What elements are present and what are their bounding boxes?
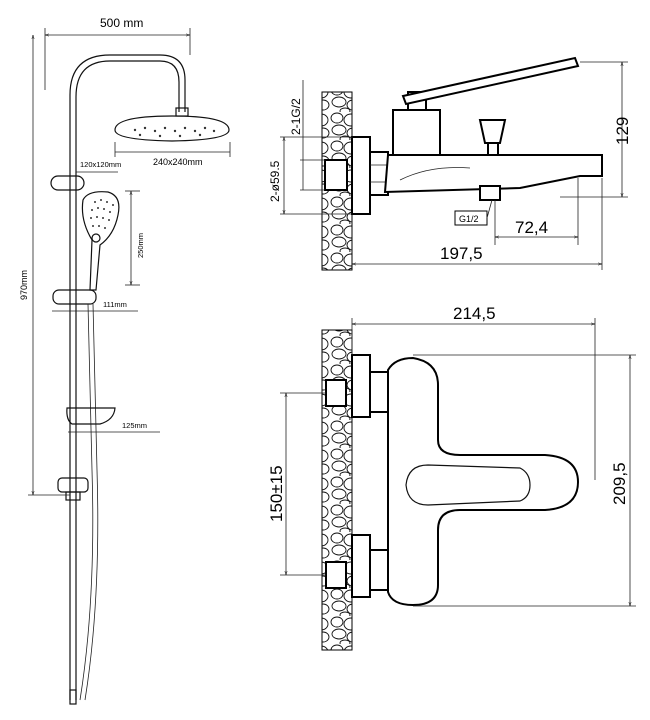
shower-column-drawing: 500 mm 970mm 240x240mm 120x120mm 250mm 1… [19, 16, 231, 705]
front-height-label: 209,5 [610, 462, 629, 505]
side-depth-label: 197,5 [440, 244, 483, 263]
holder-label: 111mm [103, 300, 127, 309]
side-height-label: 129 [613, 117, 632, 145]
hand-shower-length-label: 250mm [136, 233, 145, 258]
inlet-spacing-label: 150±15 [267, 465, 286, 522]
column-height-label: 970mm [19, 270, 29, 300]
slider-size-label: 120x120mm [80, 160, 121, 169]
column-width-label: 500 mm [100, 16, 143, 30]
soap-dish-label: 125mm [122, 421, 147, 430]
flange-label: 2-ø59.5 [268, 160, 282, 202]
soap-dish [66, 407, 116, 425]
mixer-side-view: 2-ø59.5 2-1G/2 129 G1/2 72,4 197,5 [268, 56, 632, 271]
outlet-thread-label: G1/2 [459, 214, 479, 224]
shower-head [114, 115, 230, 142]
spout-offset-label: 72,4 [515, 218, 548, 237]
mixer-front-view: 214,5 150±15 209,5 [267, 304, 636, 651]
inlet-thread-label: 2-1G/2 [289, 98, 303, 135]
hand-shower [81, 191, 120, 291]
front-width-label: 214,5 [453, 304, 496, 323]
head-size-label: 240x240mm [153, 157, 203, 167]
